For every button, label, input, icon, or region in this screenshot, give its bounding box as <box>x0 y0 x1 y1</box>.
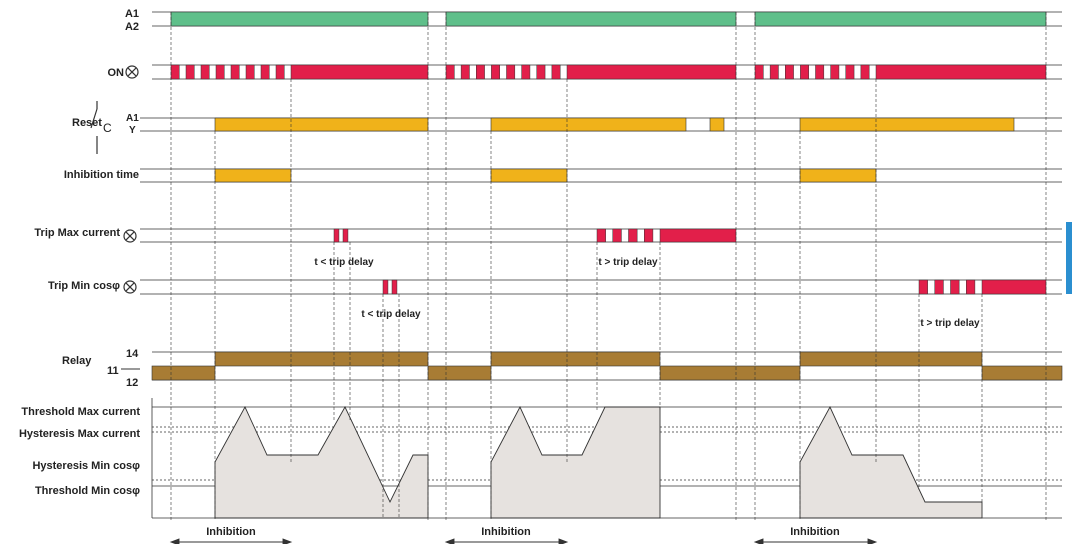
inhibition-label-3: Inhibition <box>790 526 840 538</box>
on-led-pulse <box>275 64 285 80</box>
on-led-pulse <box>521 64 531 80</box>
measured-signal <box>214 405 983 519</box>
on-led-pulse <box>260 64 270 80</box>
reset-y-label: Y <box>129 125 136 136</box>
relay-14-label: 14 <box>126 348 139 360</box>
on-led-pulse <box>769 64 779 80</box>
trip-max-current-pulse <box>342 228 349 243</box>
threshold-max-current-label: Threshold Max current <box>21 406 140 418</box>
trip-max-current-label: Trip Max current <box>34 227 120 239</box>
on-led-pulse <box>860 64 870 80</box>
inhibition-time-label: Inhibition time <box>64 169 139 181</box>
relay-12-label: 12 <box>126 377 138 389</box>
trip-min-cos-pulse <box>934 279 944 295</box>
trip-max-current-pulse <box>596 228 606 243</box>
side-tab <box>1066 222 1072 294</box>
on-led-pulse <box>536 64 546 80</box>
inhibition-time-signal <box>214 168 877 183</box>
trip-min-cos-pulse <box>391 279 398 295</box>
on-led-pulse <box>506 64 516 80</box>
on-led-pulse <box>815 64 825 80</box>
inhibition-label-2: Inhibition <box>481 526 531 538</box>
on-led-pulse <box>845 64 855 80</box>
on-led-pulse <box>754 64 764 80</box>
reset-signal <box>214 117 1015 132</box>
on-led-pulse <box>215 64 225 80</box>
inhibition-arrows <box>169 538 878 544</box>
trip-min-cos-pulse <box>382 279 389 295</box>
reset-contact-label: C <box>103 121 112 135</box>
on-led-steady <box>875 64 1047 80</box>
on-led-pulse <box>830 64 840 80</box>
reset-label: Reset <box>72 117 102 129</box>
trip-delay-note-3: t > trip delay <box>598 257 658 268</box>
trip-delay-note-2: t < trip delay <box>361 309 421 320</box>
relay-label: Relay <box>62 355 92 367</box>
on-led-steady <box>290 64 429 80</box>
trip-max-current-pulse <box>612 228 622 243</box>
reset-pushbutton-icon <box>90 101 98 154</box>
trip-led-signals <box>333 228 1047 295</box>
a2-label: A2 <box>125 21 139 33</box>
on-led-pulse <box>460 64 470 80</box>
on-led-pulse <box>551 64 561 80</box>
trip-min-cos-pulse <box>966 279 976 295</box>
on-led-pulse <box>491 64 500 80</box>
trip-min-cos-steady <box>981 279 1047 295</box>
trip-min-cos-lamp-icon <box>123 280 137 294</box>
on-led-pulse <box>785 64 794 80</box>
trip-max-current-pulse <box>333 228 340 243</box>
hysteresis-max-current-label: Hysteresis Max current <box>19 428 140 440</box>
on-led-pulse <box>230 64 240 80</box>
trip-delay-note-1: t < trip delay <box>314 257 374 268</box>
trip-min-cos-pulse <box>918 279 928 295</box>
on-led-pulse <box>170 64 180 80</box>
on-led-pulse <box>185 64 195 80</box>
trip-min-cos-pulse <box>950 279 960 295</box>
on-lamp-icon <box>125 65 139 79</box>
on-led-pulse <box>200 64 210 80</box>
on-led-steady <box>566 64 737 80</box>
on-led-pulse <box>800 64 809 80</box>
on-label: ON <box>108 67 125 79</box>
reset-a1-label: A1 <box>126 113 139 124</box>
trip-max-current-pulse <box>644 228 654 243</box>
on-led-pulse <box>476 64 485 80</box>
trip-max-current-lamp-icon <box>123 229 137 243</box>
relay-signal <box>151 351 1063 381</box>
hysteresis-min-cos-label: Hysteresis Min cosφ <box>32 460 140 472</box>
supply-signal <box>170 11 1047 27</box>
inhibition-label-1: Inhibition <box>206 526 256 538</box>
on-led-pulse <box>245 64 255 80</box>
trip-max-current-steady <box>659 228 737 243</box>
threshold-min-cos-label: Threshold Min cosφ <box>35 485 140 497</box>
time-markers <box>170 12 1047 520</box>
on-led-signal <box>170 64 1047 80</box>
on-led-pulse <box>445 64 455 80</box>
a1-label: A1 <box>125 8 139 20</box>
trip-delay-note-4: t > trip delay <box>920 318 980 329</box>
relay-11-label: 11 <box>107 365 119 377</box>
trip-min-cos-label: Trip Min cosφ <box>48 280 120 292</box>
trip-max-current-pulse <box>628 228 638 243</box>
